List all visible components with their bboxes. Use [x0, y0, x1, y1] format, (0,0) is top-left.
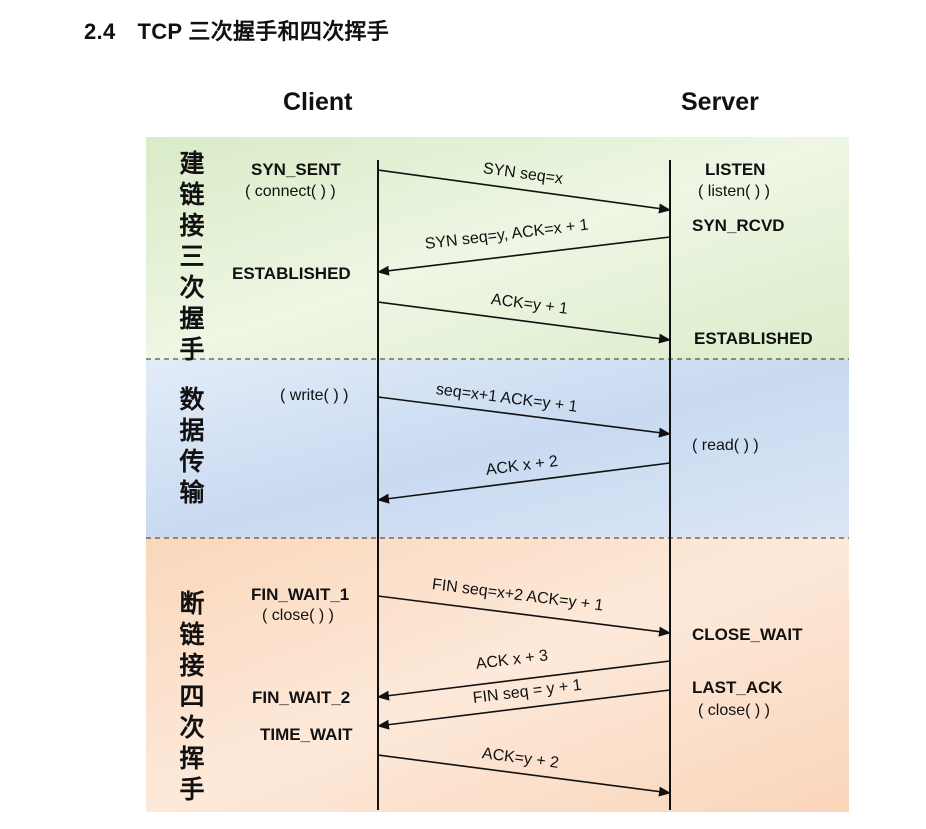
client-column-title: Client	[283, 88, 353, 116]
arrow-data-ack	[377, 462, 671, 504]
server-call-read: ( read( ) )	[692, 437, 759, 454]
client-state-syn-sent: SYN_SENT	[251, 160, 341, 179]
server-state-listen: LISTEN	[705, 160, 766, 179]
client-state-fin-wait-2: FIN_WAIT_2	[252, 688, 351, 707]
phase-label-transfer: 数据传输	[179, 385, 205, 507]
arrow-syn-ack	[377, 236, 671, 276]
client-call-write: ( write( ) )	[280, 387, 349, 404]
client-call-close: ( close( ) )	[262, 607, 334, 624]
page-heading: 2.4 TCP 三次握手和四次挥手	[84, 14, 389, 46]
heading-text: TCP 三次握手和四次挥手	[137, 19, 390, 44]
server-state-established: ESTABLISHED	[694, 329, 813, 348]
arrow-last-ack	[377, 754, 671, 797]
transfer-phase-bg	[146, 359, 849, 538]
client-state-time-wait: TIME_WAIT	[260, 725, 353, 744]
client-state-fin-wait-1: FIN_WAIT_1	[251, 585, 350, 604]
arrow-syn	[377, 169, 671, 214]
handshake-phase-bg	[146, 137, 849, 359]
arrow-fin-ack	[377, 660, 671, 701]
phase-label-teardown: 断链接四次挥手	[179, 589, 205, 804]
client-call-connect: ( connect( ) )	[245, 183, 336, 200]
server-state-syn-rcvd: SYN_RCVD	[692, 216, 785, 235]
server-call-listen: ( listen( ) )	[698, 183, 770, 200]
arrow-ack	[377, 301, 671, 344]
teardown-phase-bg	[146, 538, 849, 812]
client-state-established: ESTABLISHED	[232, 264, 351, 283]
server-call-close: ( close( ) )	[698, 702, 770, 719]
server-column-title: Server	[681, 88, 759, 116]
arrow-fin-client	[377, 595, 671, 637]
arrow-fin-server	[377, 689, 671, 730]
heading-number: 2.4	[84, 19, 116, 44]
arrow-data	[377, 396, 671, 438]
phase-label-handshake: 建链接三次握手	[179, 149, 205, 364]
server-state-close-wait: CLOSE_WAIT	[692, 625, 803, 644]
server-state-last-ack: LAST_ACK	[692, 678, 783, 697]
